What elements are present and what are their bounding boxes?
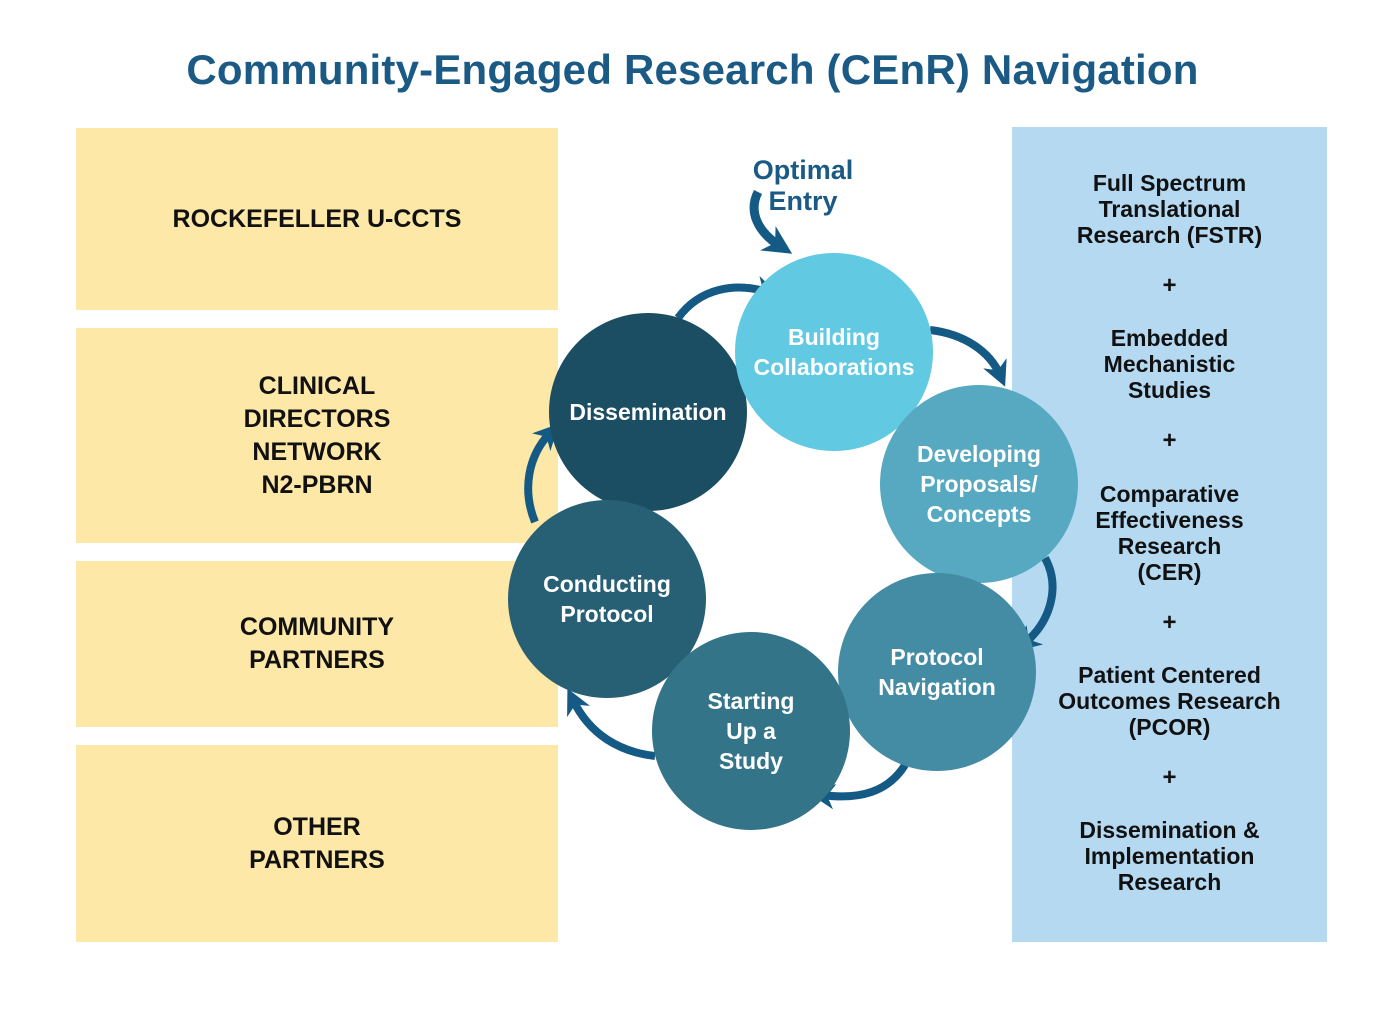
research-type-mechanistic: Embedded Mechanistic Studies (1103, 325, 1236, 403)
plus-sign: + (1162, 609, 1177, 636)
cycle-step-label: Dissemination (569, 399, 726, 425)
partner-label: OTHER PARTNERS (249, 812, 385, 874)
optimal-entry-label: Optimal (753, 155, 854, 185)
cycle-step-label: Navigation (878, 674, 996, 700)
cycle-step-label: Study (719, 748, 783, 774)
plus-sign: + (1162, 272, 1177, 299)
research-type-fstr: Full Spectrum Translational Research (FS… (1076, 170, 1263, 248)
partner-box-community: COMMUNITY PARTNERS (76, 561, 558, 727)
arrow-protocolnav-to-startingup-icon (809, 762, 909, 810)
cycle-step-circle (549, 313, 747, 511)
cycle-step-label: Concepts (927, 501, 1032, 527)
cycle-step-label: Developing (917, 441, 1041, 467)
cycle-step-circle (880, 385, 1078, 583)
research-type-pcor: Patient Centered Outcomes Research (PCOR… (1058, 662, 1281, 740)
research-types-panel: Full Spectrum Translational Research (FS… (1012, 127, 1327, 942)
cycle-step-circle (735, 253, 933, 451)
cycle-step-circle (838, 573, 1036, 771)
plus-sign: + (1162, 427, 1177, 454)
optimal-entry-label: Entry (768, 186, 837, 216)
optimal-entry-arrow-icon (749, 189, 793, 254)
partner-box-other: OTHER PARTNERS (76, 745, 558, 942)
cycle-step-label: Protocol (890, 644, 983, 670)
partner-label: CLINICAL DIRECTORS NETWORK N2-PBRN (243, 371, 391, 499)
cycle-step-starting-up-study: Starting Up a Study (652, 632, 850, 830)
plus-sign: + (1162, 764, 1177, 791)
cycle-step-circle (508, 500, 706, 698)
research-type-cer: Comparative Effectiveness Research (CER) (1095, 481, 1244, 585)
cycle-step-label: Proposals/ (920, 471, 1038, 497)
research-type-dissemination-implementation: Dissemination & Implementation Research (1079, 817, 1260, 895)
arrow-building-to-developing-icon (929, 326, 1007, 387)
cycle-step-label: Building (788, 324, 880, 350)
arrow-startingup-to-conducting-icon (567, 688, 656, 760)
cycle-step-label: Up a (726, 718, 776, 744)
partner-label: ROCKEFELLER U-CCTS (172, 204, 462, 233)
cycle-step-label: Protocol (560, 601, 653, 627)
page-title: Community-Engaged Research (CEnR) Naviga… (186, 46, 1199, 93)
cycle-step-circle (652, 632, 850, 830)
arrow-conducting-to-dissemination-icon (524, 423, 559, 524)
cycle-step-dissemination: Dissemination (549, 313, 747, 511)
cycle-step-label: Collaborations (753, 354, 914, 380)
partner-box-clinical-directors: CLINICAL DIRECTORS NETWORK N2-PBRN (76, 328, 558, 543)
partner-label: COMMUNITY PARTNERS (239, 613, 395, 674)
cycle-step-label: Starting (708, 688, 795, 714)
arrow-developing-to-protocolnav-icon (1015, 556, 1057, 652)
cycle-step-label: Conducting (543, 571, 671, 597)
partner-box-rockefeller: ROCKEFELLER U-CCTS (76, 128, 558, 310)
